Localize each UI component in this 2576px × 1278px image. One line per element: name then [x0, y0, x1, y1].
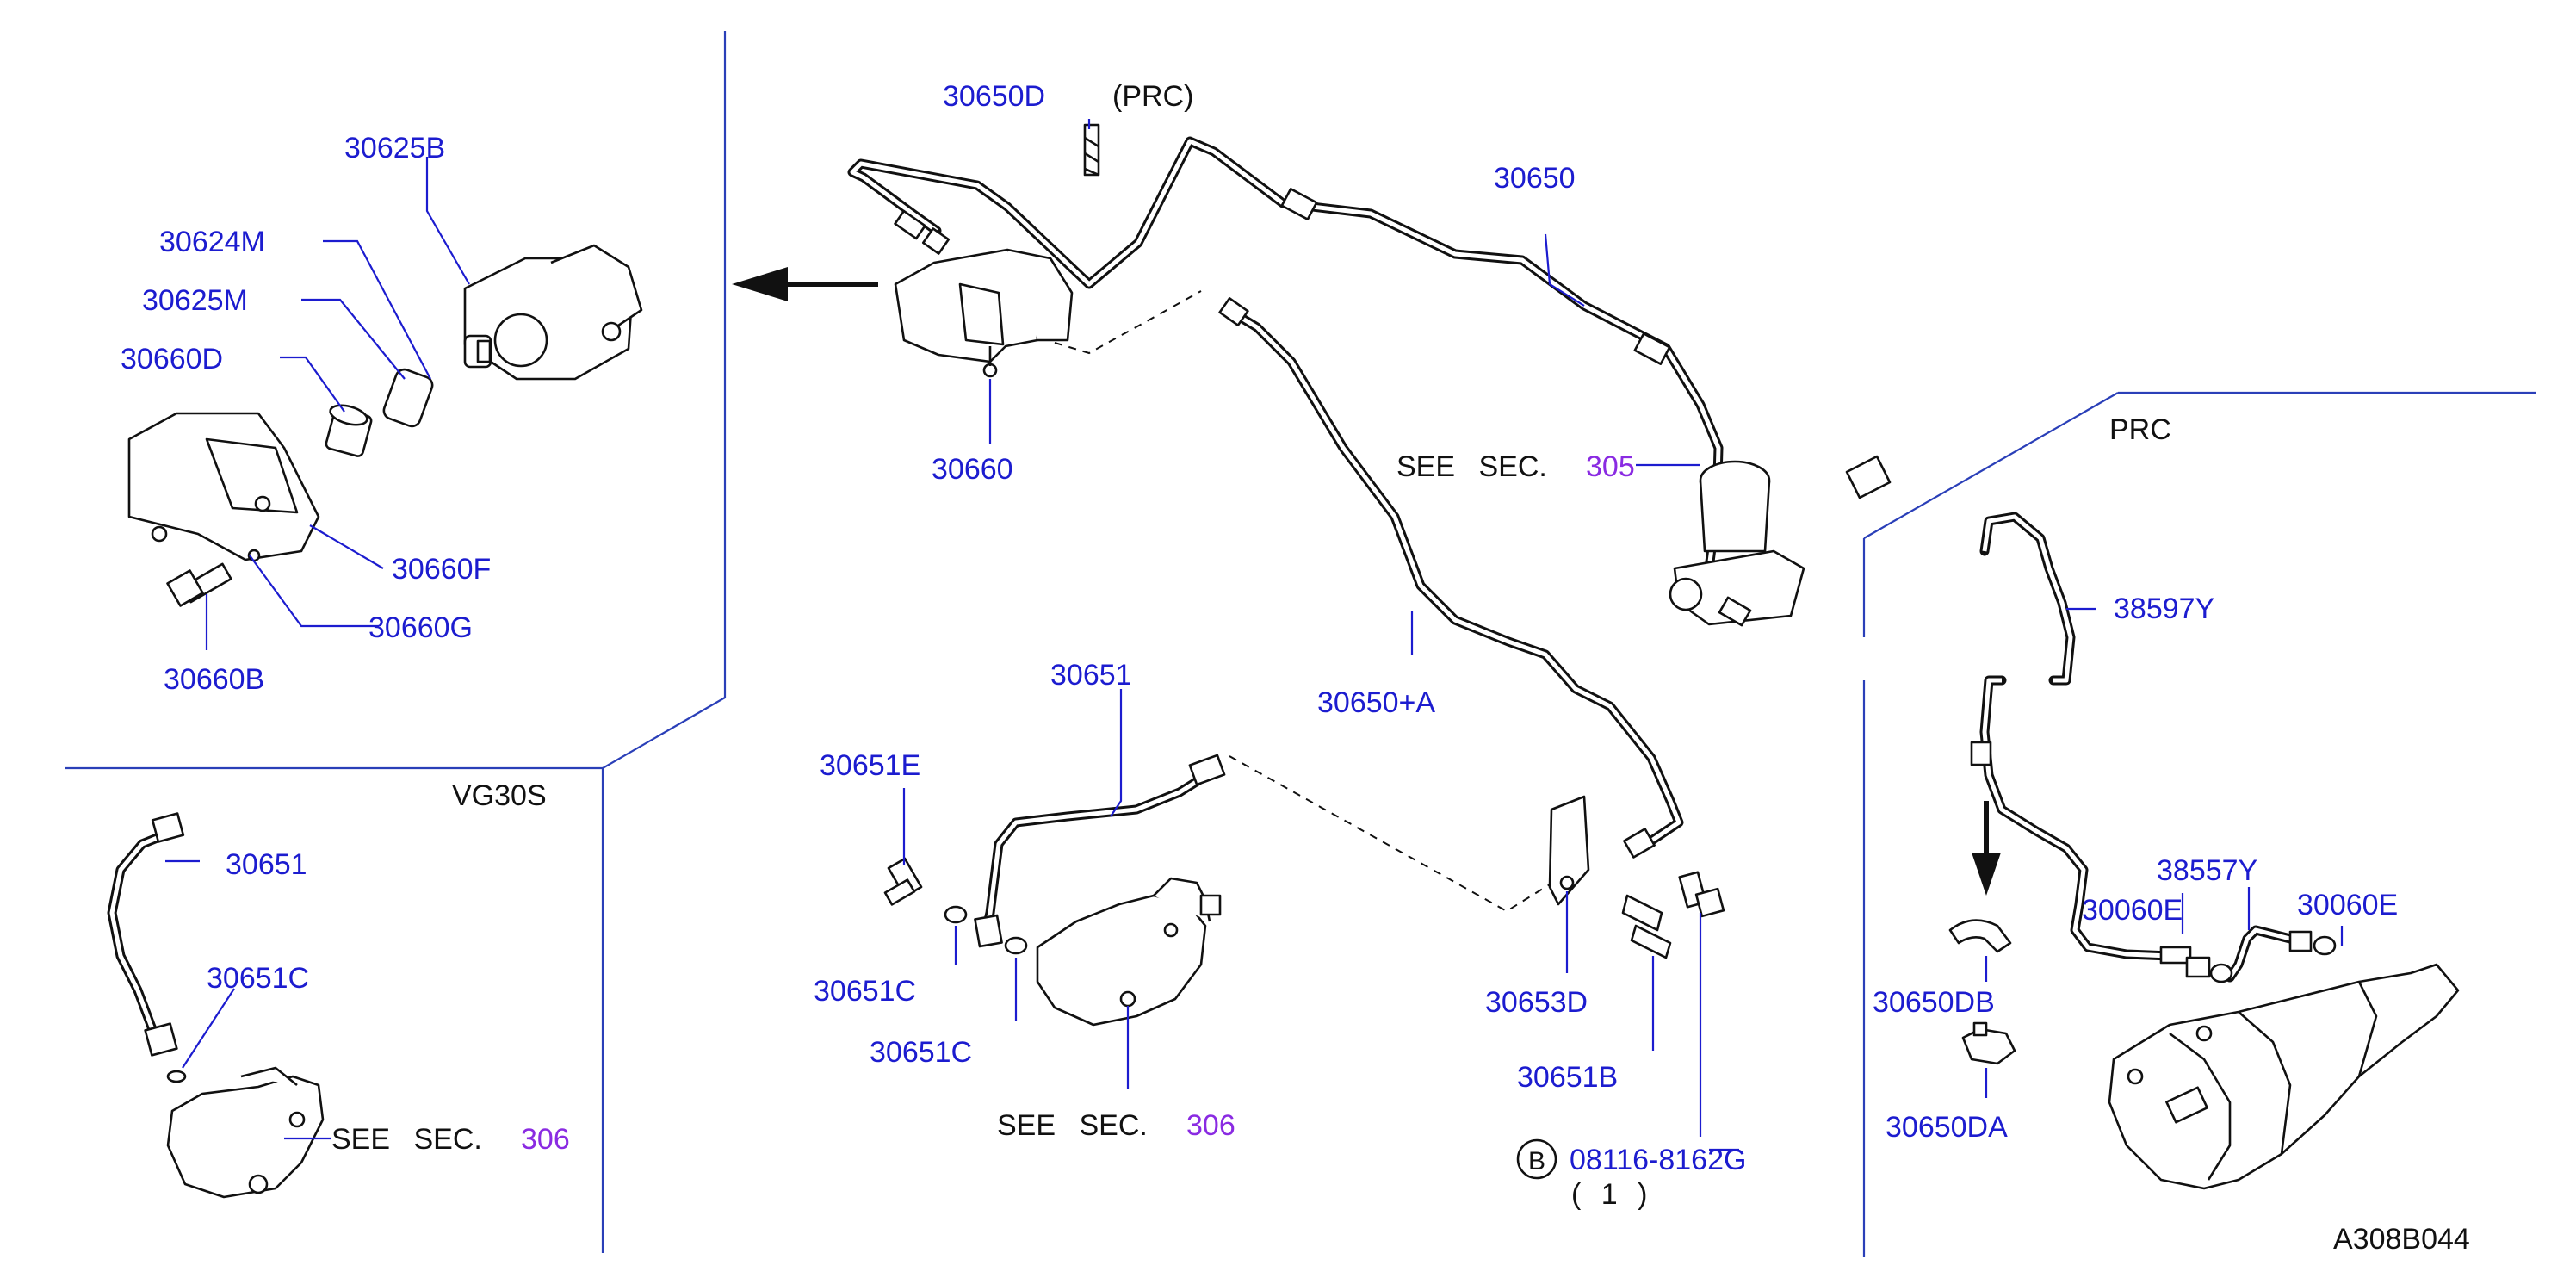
see-sec-306-center-ref[interactable]: 306 — [1186, 1109, 1235, 1142]
label-30650D[interactable]: 30650D — [943, 80, 1045, 113]
label-30625M[interactable]: 30625M — [142, 284, 248, 317]
label-30650[interactable]: 30650 — [1494, 162, 1576, 195]
clutch-pipe-30650 — [847, 136, 1724, 610]
label-30660[interactable]: 30660 — [932, 453, 1013, 486]
label-bolt-qty: ( 1 ) — [1571, 1178, 1647, 1211]
label-30651C-left[interactable]: 30651C — [207, 962, 309, 995]
dashed-connectors — [1054, 290, 1557, 913]
exploded-master-cylinder — [127, 244, 643, 607]
bolt-symbol-letter: B — [1528, 1147, 1545, 1176]
down-arrow — [1972, 801, 2001, 896]
label-38597Y[interactable]: 38597Y — [2114, 592, 2214, 625]
label-30650A[interactable]: 30650+A — [1317, 686, 1435, 719]
label-30653D[interactable]: 30653D — [1485, 986, 1588, 1019]
label-30651-top[interactable]: 30651 — [1050, 659, 1132, 692]
left-arrow — [732, 267, 878, 301]
section-frames — [65, 31, 2536, 1257]
label-30624M[interactable]: 30624M — [159, 226, 265, 258]
label-38557Y[interactable]: 38557Y — [2157, 854, 2257, 887]
label-30660B[interactable]: 30660B — [164, 663, 264, 696]
label-30660G[interactable]: 30660G — [368, 611, 473, 644]
see-sec-306-left-text: SEE SEC. — [331, 1123, 482, 1156]
label-30651C-b[interactable]: 30651C — [870, 1036, 972, 1069]
label-bolt-code[interactable]: 08116-8162G — [1570, 1144, 1746, 1176]
leader-lines — [165, 119, 2344, 1151]
clip-30650DB — [1948, 919, 2012, 953]
section-prc: PRC — [2109, 413, 2171, 446]
clutch-pipe-30650A — [1218, 297, 1684, 859]
see-sec-305-ref[interactable]: 305 — [1586, 450, 1635, 483]
label-prc-paren: (PRC) — [1112, 80, 1193, 113]
label-30651-left[interactable]: 30651 — [226, 848, 307, 881]
label-30651E[interactable]: 30651E — [820, 749, 920, 782]
label-30060E-a[interactable]: 30060E — [2082, 894, 2183, 927]
label-30650DB[interactable]: 30650DB — [1873, 986, 1995, 1019]
clip-30650DA — [1961, 1021, 2016, 1065]
master-cylinder-bracket-30660 — [894, 123, 1100, 378]
part-labels: 30650D (PRC) 30650 30660 30650+A SEE SEC… — [121, 80, 2470, 1256]
see-sec-305-text: SEE SEC. — [1396, 450, 1547, 483]
diagram-code: A308B044 — [2333, 1223, 2470, 1256]
label-30651B[interactable]: 30651B — [1517, 1061, 1618, 1094]
label-30660D[interactable]: 30660D — [121, 343, 223, 375]
hose-30651-assembly — [883, 754, 1226, 1027]
section-vg30s: VG30S — [452, 779, 547, 812]
transmission — [2108, 963, 2460, 1190]
vg30s-hose-assembly — [107, 812, 325, 1199]
see-sec-306-left-ref[interactable]: 306 — [521, 1123, 570, 1156]
see-sec-306-center-text: SEE SEC. — [997, 1109, 1148, 1142]
label-30651C-a[interactable]: 30651C — [814, 975, 916, 1008]
label-30660F[interactable]: 30660F — [392, 553, 491, 586]
bolt-symbol-circle — [1516, 1138, 1557, 1180]
master-cylinder — [1669, 455, 1892, 627]
bracket-30653D — [1548, 795, 1725, 959]
label-30650DA[interactable]: 30650DA — [1886, 1111, 2008, 1144]
label-30625B[interactable]: 30625B — [344, 132, 445, 164]
label-30060E-b[interactable]: 30060E — [2297, 889, 2398, 921]
prc-tube-assembly — [1970, 512, 2337, 983]
